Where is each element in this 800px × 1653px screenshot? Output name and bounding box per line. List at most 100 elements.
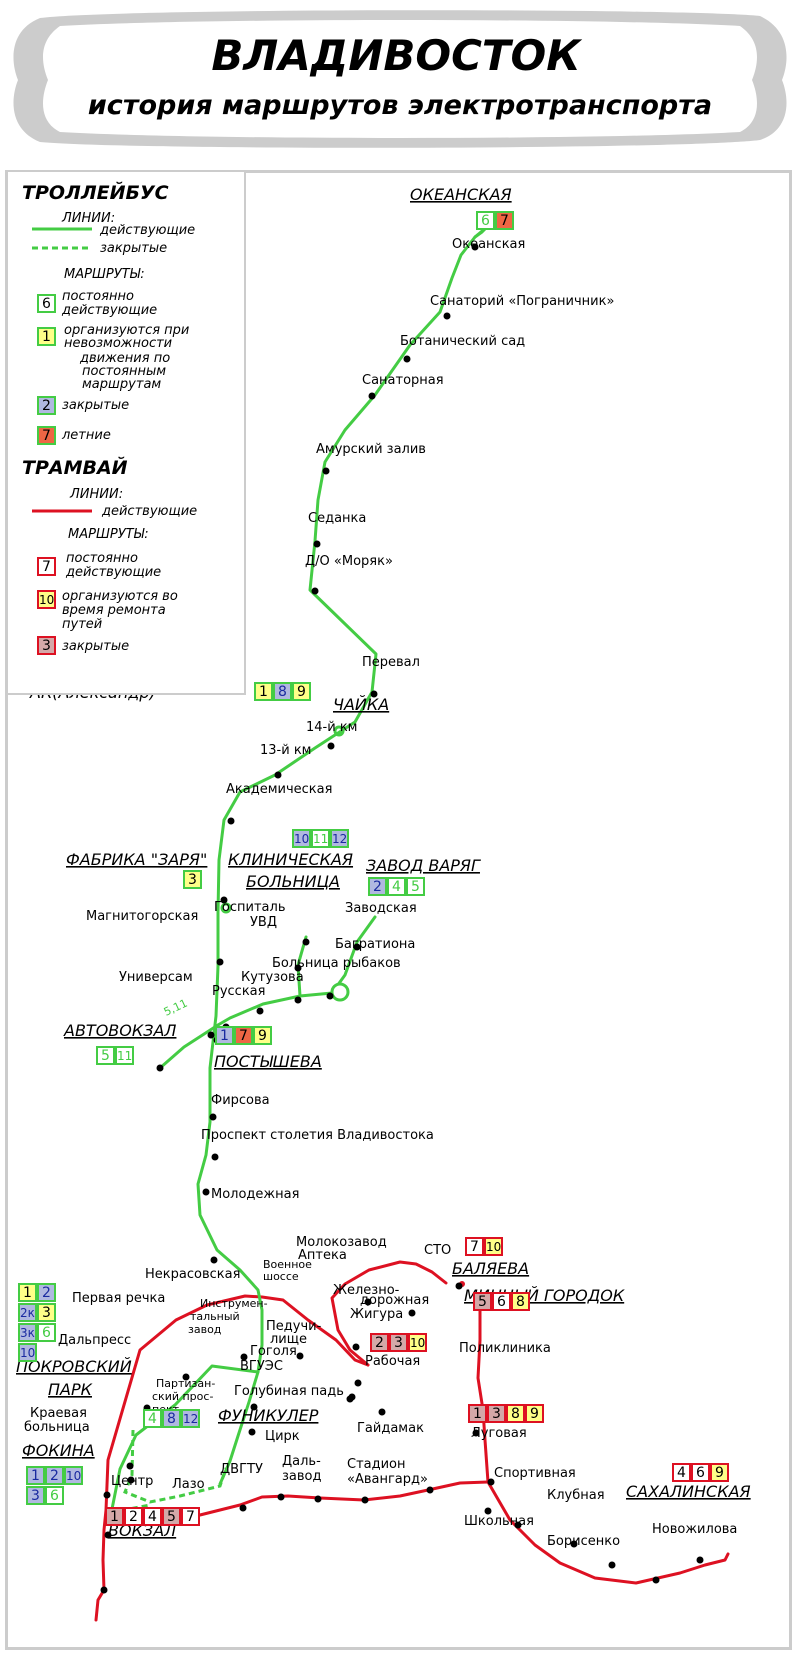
legend-trolley-active: действующие bbox=[100, 223, 196, 238]
route-number-box: 9 bbox=[292, 682, 311, 701]
legend-trolley-routes-label: МАРШРУТЫ: bbox=[64, 267, 145, 282]
stop-marker bbox=[608, 1561, 616, 1569]
legend-tram-lines-label: ЛИНИИ: bbox=[70, 487, 124, 502]
station-label: 5,11 bbox=[162, 997, 190, 1019]
legend-swatch-tram-repair: 10 bbox=[37, 590, 56, 609]
stop-marker bbox=[652, 1576, 660, 1584]
terminal-label: ПОСТЫШЕВА bbox=[214, 1052, 322, 1071]
banner-title: ВЛАДИВОСТОК bbox=[211, 31, 583, 80]
legend-tram-permanent-1: постоянно bbox=[66, 551, 138, 566]
stop-marker bbox=[313, 540, 321, 548]
stop-marker bbox=[210, 1256, 218, 1264]
stop-marker bbox=[364, 1298, 372, 1306]
station-label: Русская bbox=[212, 984, 265, 999]
station-label: Центр bbox=[111, 1474, 153, 1489]
legend-trolley-alternate-4: постоянным bbox=[82, 364, 167, 379]
station-label: Клубная bbox=[547, 1488, 605, 1503]
legend-swatch-permanent: 6 bbox=[37, 294, 56, 313]
legend-trolley-alternate-2: невозможности bbox=[64, 336, 173, 351]
station-label: завод bbox=[188, 1323, 222, 1336]
legend-tram-repair-3: путей bbox=[62, 617, 103, 632]
stop-marker bbox=[314, 1495, 322, 1503]
route-number-box: 9 bbox=[710, 1463, 729, 1482]
legend-tram-repair-1: организуются во bbox=[62, 589, 178, 604]
station-label: тальный bbox=[190, 1310, 240, 1323]
station-label: ский прос- bbox=[152, 1390, 213, 1403]
route-number-box: 4 bbox=[143, 1409, 162, 1428]
stop-marker bbox=[209, 1113, 217, 1121]
station-label: Спортивная bbox=[494, 1466, 576, 1481]
route-number-box: 2 bbox=[37, 1283, 56, 1302]
map-frame bbox=[5, 170, 792, 1650]
chaika-loop bbox=[333, 725, 345, 737]
stop-marker bbox=[322, 467, 330, 475]
route-number-box: 5 bbox=[473, 1292, 492, 1311]
stop-marker bbox=[256, 1007, 264, 1015]
station-label: Санаторная bbox=[362, 373, 444, 388]
station-label: Некрасовская bbox=[145, 1267, 240, 1282]
legend-swatch-tram-closed: 3 bbox=[37, 636, 56, 655]
route-number-box: 2 bbox=[368, 877, 387, 896]
stop-marker bbox=[250, 1403, 258, 1411]
stop-marker bbox=[472, 1429, 480, 1437]
route-number-box: 4 bbox=[387, 877, 406, 896]
stop-marker bbox=[327, 742, 335, 750]
route-number-box: 5 bbox=[162, 1507, 181, 1526]
legend-tram-repair-2: время ремонта bbox=[62, 603, 166, 618]
title-banner: ВЛАДИВОСТОК история маршрутов электротра… bbox=[13, 10, 787, 148]
route-number-box: 2к bbox=[18, 1303, 37, 1322]
terminal-label: САХАЛИНСКАЯ bbox=[626, 1482, 751, 1501]
station-label: завод bbox=[282, 1469, 321, 1484]
station-label: Амурский залив bbox=[316, 442, 426, 457]
stop-marker bbox=[514, 1521, 522, 1529]
stop-markers bbox=[100, 219, 704, 1594]
station-label: Больница рыбаков bbox=[272, 956, 401, 971]
terminal-label: ПАРК bbox=[48, 1380, 93, 1399]
tram-line-baliaeva bbox=[330, 1260, 448, 1367]
stop-marker bbox=[696, 1556, 704, 1564]
station-label: Краевая bbox=[30, 1406, 87, 1421]
stop-marker bbox=[182, 1373, 190, 1381]
trolley-closed-line-partizansky bbox=[123, 1429, 228, 1504]
station-label: Санаторий «Пограничник» bbox=[430, 294, 614, 309]
route-number-box: 1 bbox=[26, 1466, 45, 1485]
stop-marker bbox=[403, 355, 411, 363]
legend-trolley-summer: летние bbox=[62, 428, 111, 443]
route-number-box: 6 bbox=[37, 1323, 56, 1342]
route-number-box: 3 bbox=[183, 870, 202, 889]
route-number-box: 9 bbox=[525, 1404, 544, 1423]
station-label: УВД bbox=[250, 915, 277, 930]
route-number-box: 4 bbox=[143, 1507, 162, 1526]
stop-marker bbox=[487, 1478, 495, 1486]
station-label: Кутузова bbox=[241, 970, 304, 985]
stop-marker bbox=[104, 1531, 112, 1539]
tram-line-sakhalin bbox=[486, 1480, 730, 1585]
station-label: Борисенко bbox=[547, 1534, 620, 1549]
station-label: Магнитогорская bbox=[86, 909, 198, 924]
station-label: дорожная bbox=[360, 1293, 429, 1308]
legend-tram-heading: ТРАМВАЙ bbox=[22, 457, 128, 479]
route-number-box: 3 bbox=[389, 1333, 408, 1352]
route-number-box: 8 bbox=[506, 1404, 525, 1423]
station-label: Седанка bbox=[308, 511, 366, 526]
station-label: «Авангард» bbox=[347, 1472, 428, 1487]
legend-tram-active: действующие bbox=[102, 504, 198, 519]
station-label: Школьная bbox=[464, 1514, 534, 1529]
legend-swatch-tram-permanent: 7 bbox=[37, 557, 56, 576]
station-label: Цирк bbox=[265, 1429, 300, 1444]
stop-marker bbox=[126, 1462, 134, 1470]
station-label: Военное bbox=[263, 1258, 312, 1271]
route-number-box: 4 bbox=[672, 1463, 691, 1482]
stop-marker bbox=[274, 771, 282, 779]
legend-trolley-closed: закрытые bbox=[100, 241, 168, 256]
legend-trolley-active-swatch bbox=[32, 227, 92, 231]
station-label: СТО bbox=[424, 1243, 451, 1258]
terminal-label: ЧАЙКА bbox=[333, 695, 389, 714]
stop-marker bbox=[426, 1486, 434, 1494]
station-label: Заводская bbox=[345, 901, 417, 916]
stop-marker bbox=[127, 1476, 135, 1484]
route-number-box: 7 bbox=[495, 211, 514, 230]
station-label: Багратиона bbox=[335, 937, 415, 952]
stop-marker bbox=[216, 958, 224, 966]
legend-trolley-closed-swatch bbox=[32, 246, 92, 250]
